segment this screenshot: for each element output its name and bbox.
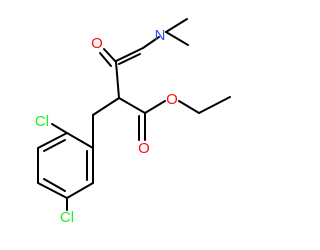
atom-labels: N O O O Cl Cl [35, 27, 178, 226]
bond-alpha-ch2 [92, 97, 120, 116]
atom-label-o-ester: O [166, 91, 178, 108]
atom-label-cl-4: Cl [60, 209, 74, 226]
bond-ring-4 [37, 182, 68, 199]
bond-lines [37, 18, 231, 211]
bond-vinyl-double-inner [118, 53, 141, 65]
bond-o-ethyl [178, 100, 200, 114]
bond-vinyl-double [115, 47, 144, 62]
atom-label-o-carbonyl: O [138, 140, 150, 157]
bond-alpha-ester [118, 97, 146, 114]
bond-ring-1 [66, 132, 94, 149]
bond-ring-2-inner [43, 139, 66, 152]
bond-ketone-alpha [115, 61, 120, 99]
atom-label-o-ketone: O [91, 35, 103, 52]
molecule-structure: N O O O Cl Cl [35, 18, 231, 226]
bond-ring-5 [66, 182, 94, 199]
bond-n-methyl-right [165, 31, 189, 46]
atom-label-cl-2: Cl [35, 113, 49, 130]
bond-ring-4-inner [43, 178, 66, 192]
bond-ring-cl-2 [51, 123, 68, 134]
atom-label-n: N [155, 27, 166, 44]
bond-n-vinyl [142, 36, 160, 49]
bond-ketone-co [103, 48, 117, 63]
bond-ring-2 [37, 132, 68, 149]
bond-ester-co-single [144, 100, 166, 114]
bond-n-methyl-top [165, 18, 188, 33]
bond-ethyl [198, 96, 231, 114]
bond-ketone-co-inner [99, 52, 112, 67]
